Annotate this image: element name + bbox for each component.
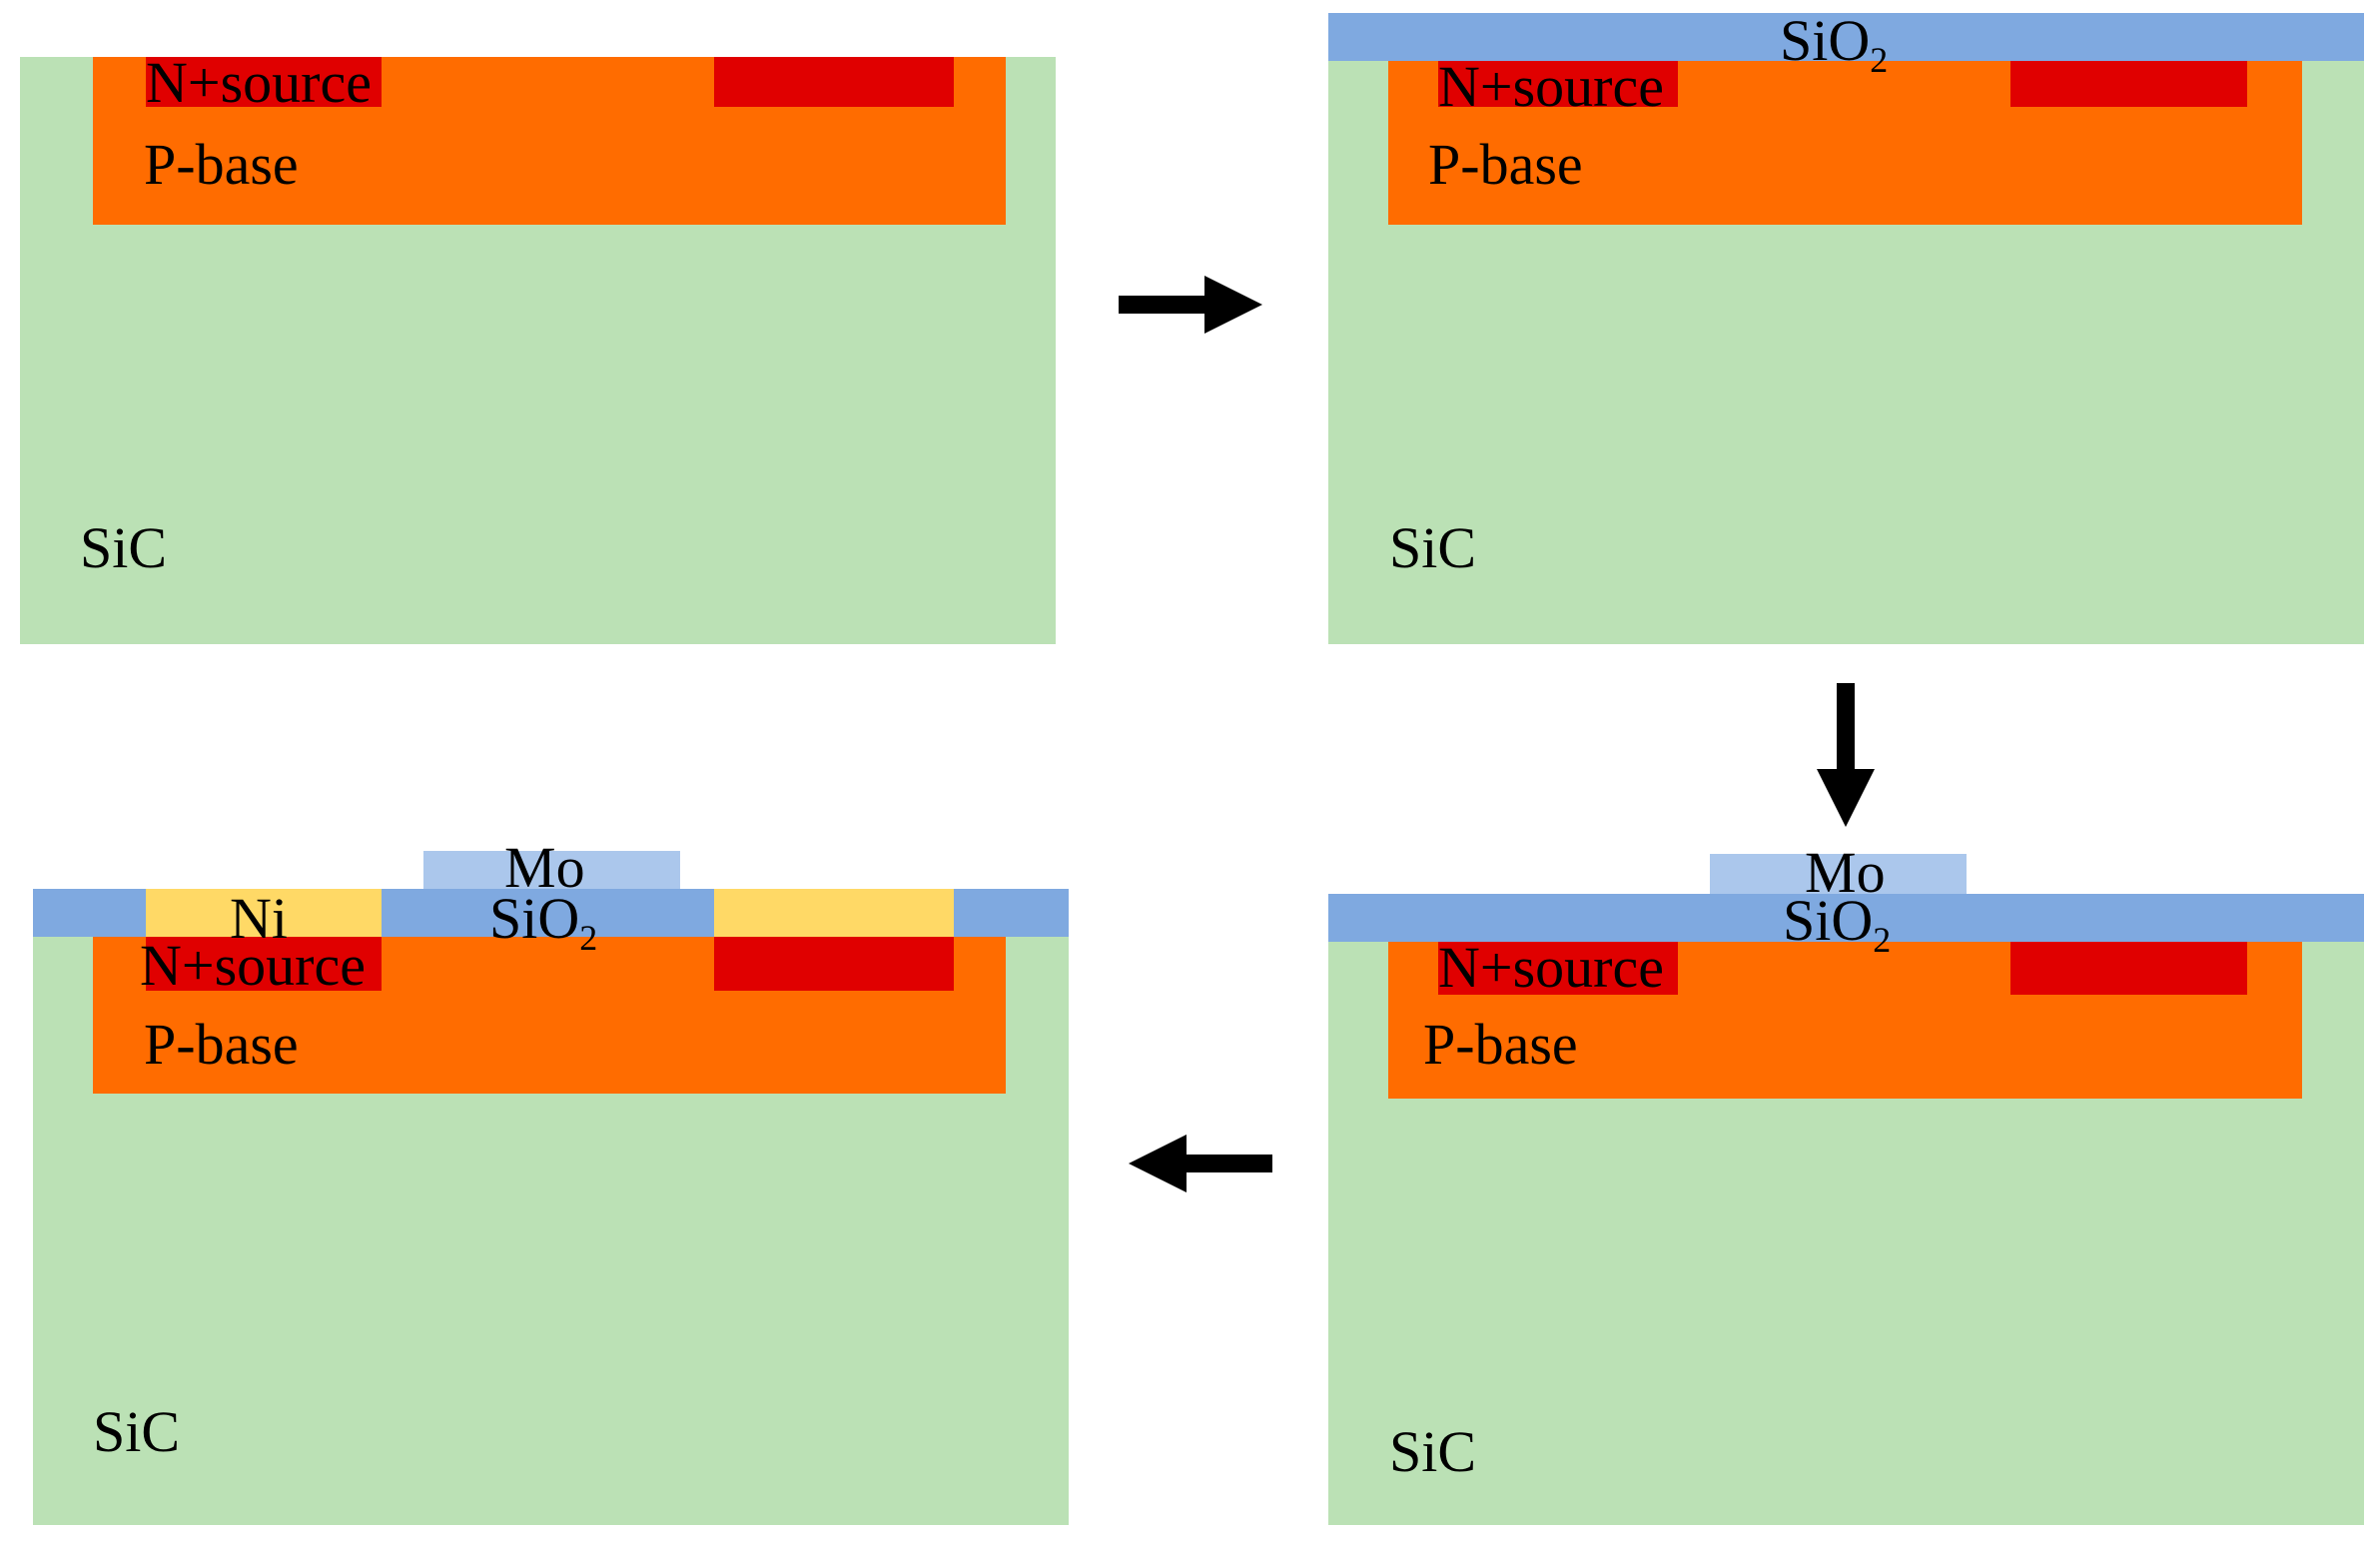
mo-gate xyxy=(423,851,680,889)
sio2-label: SiO2 xyxy=(1780,8,1889,80)
sio2-layer xyxy=(1328,894,2364,942)
sio2-label: SiO2 xyxy=(489,886,598,958)
ni-label: Ni xyxy=(230,886,288,951)
sic-label: SiC xyxy=(1389,1419,1477,1484)
sic-label: SiC xyxy=(93,1399,181,1464)
n-source-right xyxy=(2010,942,2247,995)
sic-label: SiC xyxy=(1389,515,1477,580)
sio2-label: SiO2 xyxy=(1783,888,1892,960)
n-source-left xyxy=(1438,942,1678,995)
arrow-left-icon xyxy=(1129,1135,1272,1192)
n-source-left xyxy=(146,57,382,107)
n-source-right xyxy=(714,937,954,991)
arrow-down-icon xyxy=(1817,683,1875,827)
n-source-right xyxy=(714,57,954,107)
p-base-label: P-base xyxy=(144,1012,299,1077)
ni-contact-left xyxy=(146,889,382,937)
sic-label: SiC xyxy=(80,515,168,580)
mo-label: Mo xyxy=(504,835,585,900)
arrow-right-icon xyxy=(1119,276,1262,334)
p-base-label: P-base xyxy=(1423,1012,1578,1077)
n-source-left xyxy=(146,937,382,991)
n-source-label: N+source xyxy=(146,50,372,115)
n-source-label: N+source xyxy=(1438,935,1664,1000)
mo-label: Mo xyxy=(1805,840,1886,905)
n-source-right xyxy=(2010,57,2247,107)
n-source-label: N+source xyxy=(140,933,366,998)
sio2-layer xyxy=(1328,13,2364,61)
p-base-label: P-base xyxy=(144,132,299,197)
n-source-label: N+source xyxy=(1438,54,1664,119)
ni-contact-right xyxy=(714,889,954,937)
n-source-left xyxy=(1438,57,1678,107)
mo-gate xyxy=(1710,854,1967,894)
p-base-label: P-base xyxy=(1428,132,1583,197)
